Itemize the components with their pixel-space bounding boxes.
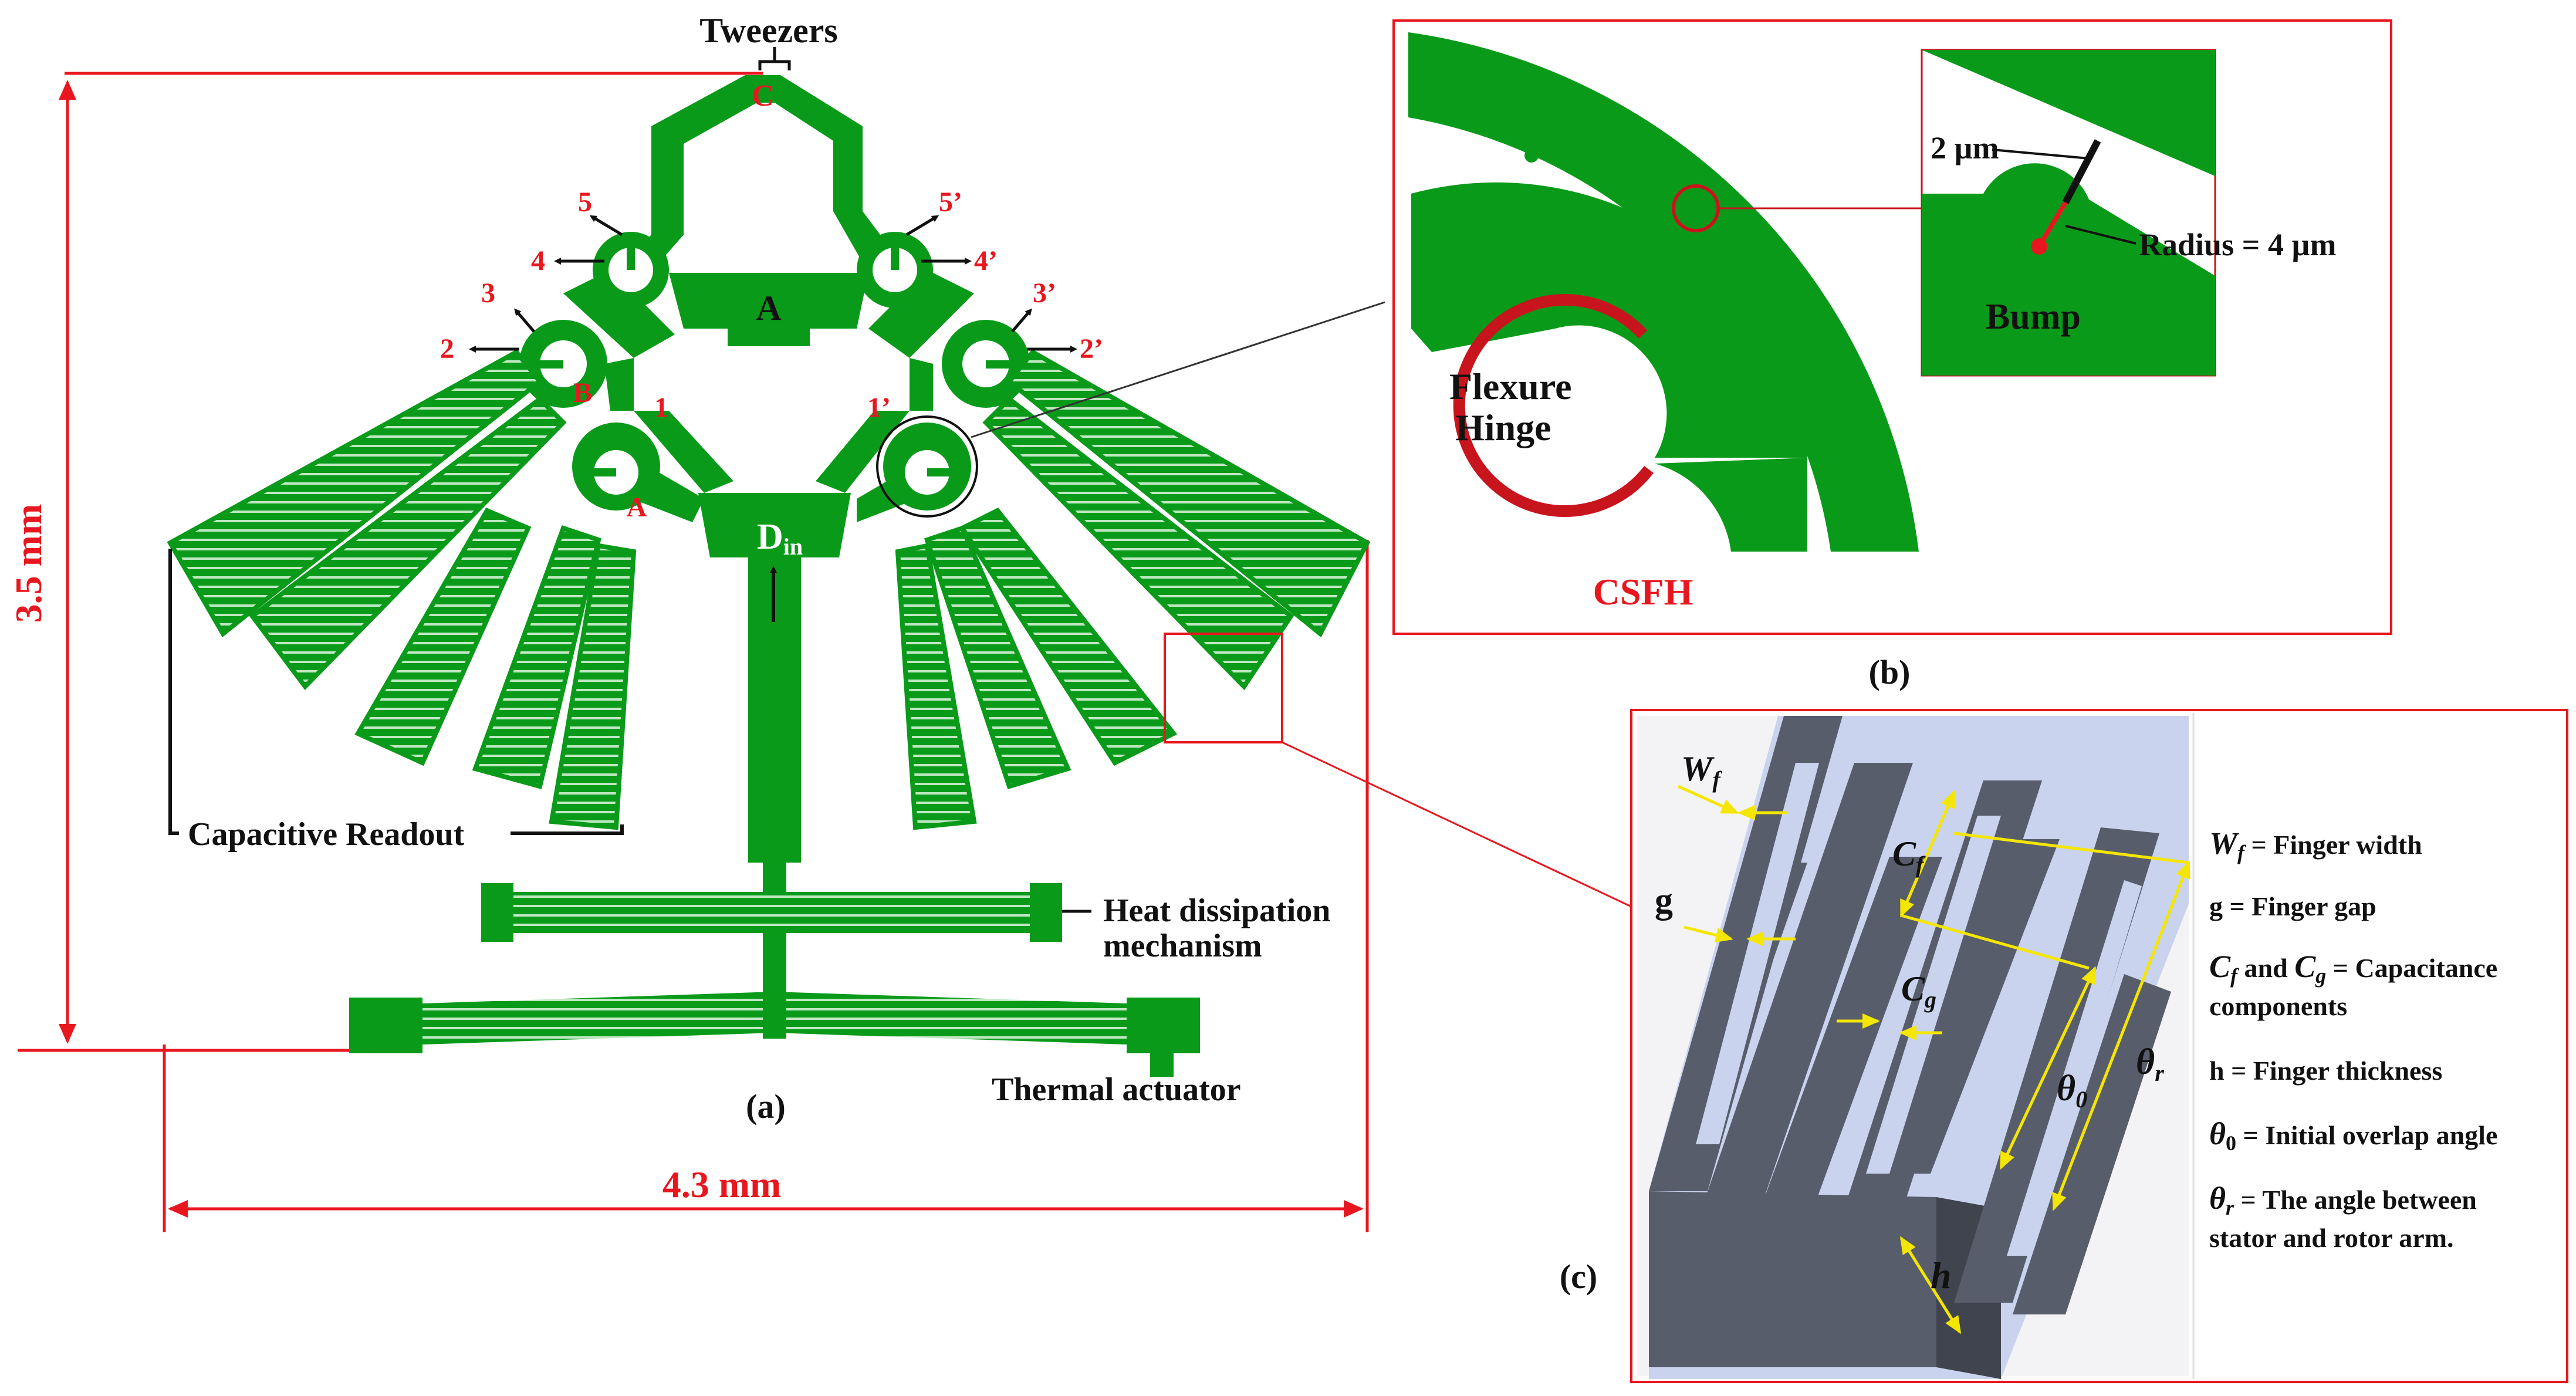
width-dimension-label: 4.3 mm [662, 1164, 782, 1205]
capacitive-readout-left [167, 349, 637, 830]
panel-a: 3.5 mm 4.3 mm [8, 11, 1632, 1232]
capacitive-readout-label: Capacitive Readout [188, 816, 465, 853]
flexure-hinge-lower-body [1655, 458, 1807, 552]
legend-capacitance: Cf and Cg = Capacitance [2209, 949, 2497, 988]
hinge-joint-2 [519, 320, 607, 408]
joint-label-5-prime: 5’ [939, 187, 962, 218]
panel-b: Flexure Hinge CSFH 2 µm Radius = 4 µm Bu… [1392, 19, 2392, 691]
label-h: h [1931, 1255, 1952, 1296]
dimension-lines [18, 72, 1369, 1232]
heat-dissipation-label: Heat dissipation [1103, 893, 1330, 929]
flexure-hinge-arc [1453, 294, 1654, 518]
joint-label-3: 3 [481, 278, 495, 309]
flexure-hinge-label: Flexure [1449, 366, 1572, 407]
thermal-actuator-label: Thermal actuator [992, 1071, 1241, 1108]
csfh-label: CSFH [1593, 571, 1693, 613]
label-theta0: θ0 [2057, 1069, 2087, 1113]
label-thetar: θr [2136, 1042, 2164, 1086]
joint-label-1: 1 [654, 392, 668, 423]
heat-dissipation-mechanism [481, 883, 1062, 942]
capacitive-readout-bracket [168, 549, 624, 835]
joint-pointer-arrows [469, 215, 1077, 353]
hinge-joint-2-prime [942, 320, 1030, 408]
hinge-joint-1 [572, 422, 660, 511]
bumps-row [1524, 148, 1808, 388]
tweezers-bracket [758, 47, 791, 70]
legend-finger-width: Wf = Finger width [2209, 826, 2422, 864]
hinge-joints [519, 232, 1030, 518]
legend-overlap-angle: θ0 = Initial overlap angle [2209, 1116, 2497, 1155]
label-din: Din [757, 517, 803, 560]
dimension-guides [1677, 785, 2190, 1334]
capacitive-readout-right [895, 349, 1371, 830]
joint-label-4-prime: 4’ [974, 245, 998, 276]
caption-b: (b) [1869, 653, 1911, 691]
joint-label-1-prime: 1’ [867, 392, 891, 423]
joint-label-2: 2 [440, 333, 454, 364]
caption-c: (c) [1560, 1258, 1597, 1296]
label-cf: Cf [1892, 834, 1926, 878]
label-c: C [752, 79, 774, 113]
zoom-line-b [971, 301, 1385, 438]
height-dimension-label: 3.5 mm [8, 504, 49, 623]
hinge-joint-1-prime [876, 415, 978, 518]
radius-label: Radius = 4 µm [2139, 227, 2336, 262]
hinge-joint-4-prime [857, 232, 933, 308]
legend-capacitance-cont: components [2209, 991, 2347, 1021]
label-b: B [573, 377, 592, 408]
label-cg: Cg [1901, 969, 1936, 1013]
joint-label-5: 5 [578, 187, 592, 218]
heat-dissipation-label-2: mechanism [1103, 928, 1262, 964]
legend-stator-rotor-angle: θr = The angle between [2209, 1181, 2477, 1219]
label-a-top: A [756, 289, 781, 327]
caption-a: (a) [746, 1087, 786, 1125]
joint-label-2-prime: 2’ [1080, 333, 1103, 364]
joint-label-3-prime: 3’ [1033, 278, 1056, 309]
tweezer-frame [563, 75, 974, 1039]
zoom-box-comb [1164, 633, 1283, 743]
legend-finger-gap: g = Finger gap [2209, 891, 2376, 921]
flexure-inner-body [1411, 182, 1807, 458]
flexure-outer-beam [1408, 32, 1919, 552]
zoom-line-c [1282, 741, 1632, 908]
tweezers-label: Tweezers [699, 11, 837, 50]
label-wf: Wf [1681, 749, 1722, 793]
legend-finger-thickness: h = Finger thickness [2209, 1056, 2442, 1086]
flexure-hinge-label-2: Hinge [1455, 407, 1551, 448]
panel-c-legend: Wf = Finger width g = Finger gap Cf and … [2209, 826, 2497, 1253]
label-g: g [1655, 881, 1673, 921]
bump-label: Bump [1986, 297, 2081, 337]
label-a-bottom: A [627, 492, 647, 523]
bump-detail-inset: 2 µm Radius = 4 µm Bump [1921, 49, 2336, 377]
panel-c: Wf g Cf Cg θ0 θr h Wf = Finger width g =… [1560, 709, 2568, 1383]
joint-label-4: 4 [531, 245, 545, 276]
gap-label: 2 µm [1931, 130, 1999, 165]
thermal-actuator [349, 992, 1200, 1077]
hinge-joint-4 [593, 232, 669, 308]
legend-stator-rotor-cont: stator and rotor arm. [2209, 1223, 2454, 1253]
